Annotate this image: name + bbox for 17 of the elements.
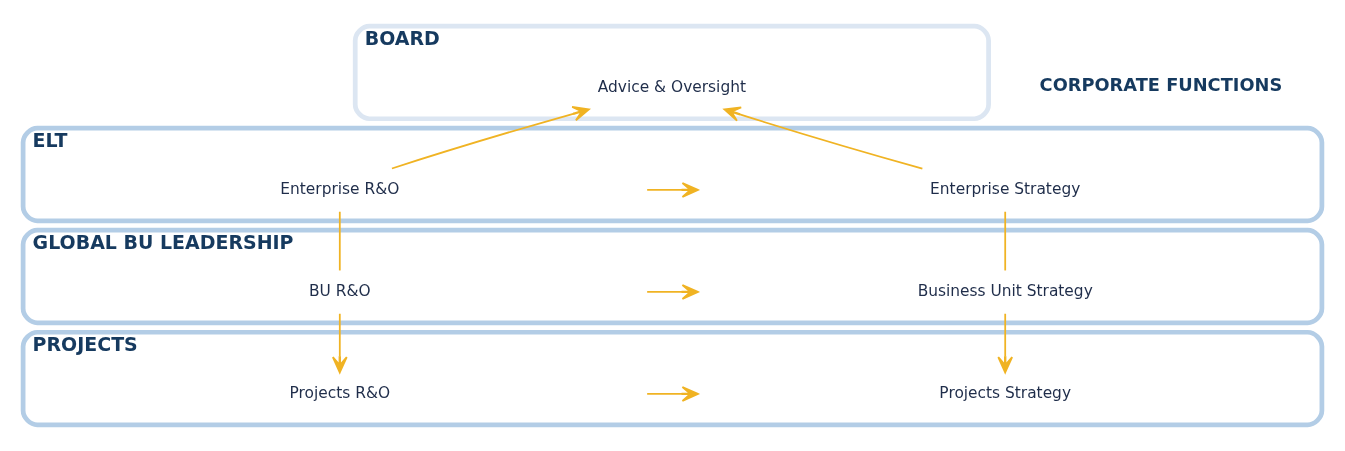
arrow [646,182,699,198]
arrow [331,312,348,374]
node-text: Advice & Oversight [597,77,746,96]
arrow [646,284,699,300]
node-text: Enterprise R&O [280,179,400,198]
label: CORPORATE FUNCTIONS [1039,73,1283,95]
node-text: Projects R&O [289,383,391,402]
connector [1004,210,1007,272]
node-text: Projects Strategy [939,383,1072,402]
arrow [391,106,590,170]
node-text: BU R&O [309,281,371,300]
node-text: Business Unit Strategy [917,281,1093,300]
node-text: Enterprise Strategy [930,179,1081,198]
arrow [997,312,1014,374]
connector [338,210,341,272]
arrow [646,386,699,402]
arrow [723,106,924,170]
